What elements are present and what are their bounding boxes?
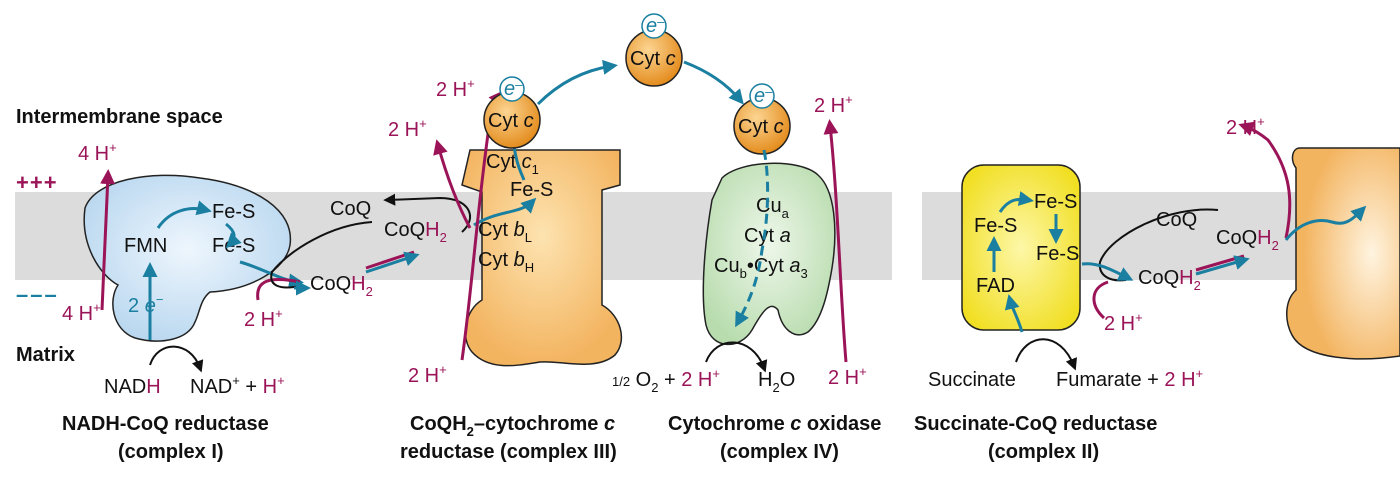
complex3-coq-return: [383, 193, 472, 233]
complex3-in-arrow-teal: [365, 251, 420, 274]
cytc-left-label: Cyt c: [488, 110, 534, 132]
complex2-dbl-arrow-teal: [1195, 255, 1250, 276]
complex3-title: CoQH2–cytochrome c: [410, 413, 615, 439]
complex2-proton-side: [1092, 280, 1109, 320]
complex1-coq-cycle-arrow: [270, 221, 373, 289]
complex2-fumarate: Fumarate + 2 H+: [1056, 366, 1203, 391]
negative-charge: –––: [16, 282, 59, 307]
matrix-label: Matrix: [16, 344, 75, 366]
complex2-fes-out: [1081, 262, 1134, 281]
complex2-proton-top: 2 H+: [1226, 114, 1265, 139]
complex2-proton-side-label: 2 H+: [1104, 310, 1143, 335]
complex4-water: H2O: [758, 369, 795, 395]
complex3-fes: Fe-S: [510, 179, 553, 201]
complex2-coq: CoQ: [1156, 209, 1197, 231]
cytc-arc-arrow-1: [536, 59, 618, 106]
complex1-title: NADH-CoQ reductase: [62, 413, 269, 435]
complex4-cub-cyta3: Cub•Cyt a3: [714, 255, 808, 281]
complex3-cyt-c1: Cyt c1: [486, 151, 539, 177]
complex3-proton-top: 2 H+: [436, 76, 475, 101]
complex2-coq-cycle: [1098, 208, 1219, 282]
complex4-cyta: Cyt a: [744, 225, 791, 247]
complex2-coqh2-left: CoQH2: [1138, 267, 1201, 293]
cytc-right-electron: [749, 83, 775, 109]
complex3-partial-electron: [1284, 205, 1367, 241]
complex2-subtitle: (complex II): [988, 441, 1099, 463]
complex2-fes1: Fe-S: [974, 215, 1017, 237]
complex4-reaction: 1/2 O2 + 2 H+: [612, 366, 720, 395]
cytc-top-label: Cyt c: [630, 48, 676, 70]
complex1-nadh: NADH: [104, 376, 161, 398]
complex2-succinate-in: [1004, 294, 1024, 333]
complex1-electron-arrow-fes: [225, 222, 242, 249]
complex2-coqh2-right: CoQH2: [1216, 227, 1279, 253]
complex4-title: Cytochrome c oxidase: [668, 413, 881, 435]
complex1-proton-small: 2 H+: [244, 306, 283, 331]
complex1-proton-bottom: 4 H+: [62, 300, 101, 325]
complex4-shape: [702, 162, 836, 346]
complex3-proton-bottom: 2 H+: [408, 362, 447, 387]
complex4-electron-path: [735, 149, 770, 328]
complex3-proton-top-left: 2 H+: [388, 116, 427, 141]
complex1-subtitle: (complex I): [118, 441, 224, 463]
complex1-nad-plus: NAD+ + H+: [190, 373, 285, 398]
cytc-right-label: Cyt c: [738, 116, 784, 138]
complex2-fes2: Fe-S: [1034, 191, 1077, 213]
complex1-shape: [83, 174, 292, 342]
intermembrane-label: Intermembrane space: [16, 106, 223, 128]
positive-charge: +++: [16, 170, 58, 195]
complex3-cyt-bl: Cyt bL: [478, 219, 532, 245]
complex1-electron-arrow-fmn: [156, 200, 212, 229]
complex4-proton-arrow: [823, 119, 848, 363]
cytc-top-electron: [641, 13, 667, 39]
complex3-partial-proton: [1238, 121, 1292, 239]
complex1-coqh2: CoQH2: [310, 273, 373, 299]
complex3-electron-path: [473, 197, 537, 227]
complex2-succinate: Succinate: [928, 369, 1016, 391]
complex2-arrow-fes1: [998, 191, 1034, 213]
complex4-proton-bottom: 2 H+: [828, 364, 867, 389]
complex4-proton-top: 2 H+: [814, 92, 853, 117]
cytc-arc-arrow-2: [683, 60, 744, 105]
complex4-o2-arrow: [705, 341, 768, 373]
complex2-title: Succinate-CoQ reductase: [914, 413, 1157, 435]
complex4-subtitle: (complex IV): [720, 441, 839, 463]
complex1-proton-small-arrow: [256, 278, 301, 301]
complex3-subtitle: reductase (complex III): [400, 441, 617, 463]
complex1-fmn: FMN: [124, 235, 167, 257]
complex3-coqh2: CoQH2: [384, 219, 447, 245]
complex2-succinate-arrow: [1015, 338, 1077, 371]
complex3-partial-shape: [1286, 147, 1400, 360]
cytc-left-electron: [499, 76, 525, 102]
complex1-proton-arrow: [100, 169, 116, 311]
complex1-nadh-arrow: [149, 345, 204, 373]
complex2-fad: FAD: [976, 275, 1015, 297]
complex2-fes3: Fe-S: [1036, 243, 1079, 265]
complex3-proton-arrow-left: [433, 139, 472, 229]
complex1-proton-top: 4 H+: [78, 140, 117, 165]
complex1-coq: CoQ: [330, 198, 371, 220]
complex1-fes1: Fe-S: [212, 201, 255, 223]
